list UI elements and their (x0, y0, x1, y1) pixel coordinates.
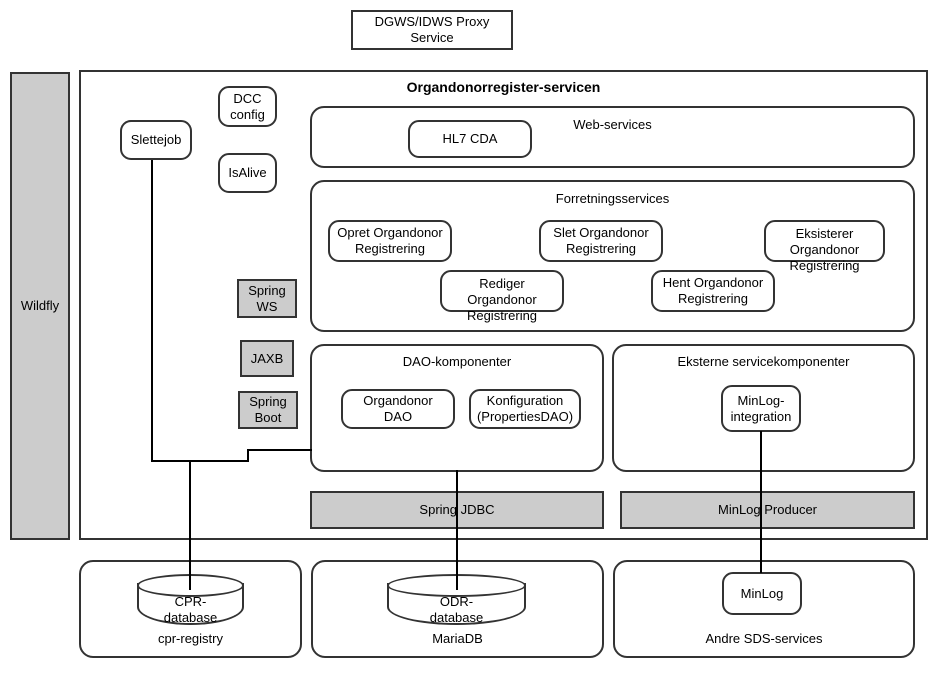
minlog-producer-bar: MinLog Producer (620, 491, 915, 529)
cpr-database-label: CPR- database (163, 594, 218, 626)
minlog-integration-box: MinLog- integration (721, 385, 801, 432)
odr-database-label: ODR- database (429, 594, 484, 626)
connector-slettejob-vertical (151, 160, 153, 462)
service-rediger-box: Rediger Organdonor Registrering (440, 270, 564, 323)
dcc-config-label: DCC config (230, 90, 265, 122)
service-title: Organdonorregister-servicen (406, 79, 601, 95)
service-eksisterer-box: Eksisterer Organdonor Registrering (764, 220, 885, 273)
wildfly-label: Wildfly (20, 298, 60, 314)
service-opret-box: Opret Organdonor Registrering (328, 220, 452, 262)
spring-boot-label: Spring Boot (249, 394, 287, 425)
connector-odr-database (456, 470, 458, 590)
wildfly-container: Wildfly (10, 72, 70, 540)
connector-slettejob-horizontal-lower (151, 460, 249, 462)
organdonor-dao-box: Organdonor DAO (341, 389, 455, 429)
connector-cpr-database (189, 460, 191, 590)
minlog-integration-label: MinLog- integration (730, 392, 792, 424)
service-hent-box: Hent Organdonor Registrering (651, 270, 775, 312)
service-rediger-label: Rediger Organdonor Registrering (466, 276, 538, 323)
cpr-registry-caption: cpr-registry (157, 631, 223, 646)
mariadb-caption: MariaDB (432, 631, 483, 646)
isalive-label: IsAlive (228, 165, 267, 181)
dcc-config-box: DCC config (218, 86, 277, 127)
jaxb-label: JAXB (250, 350, 284, 366)
connector-minlog (760, 431, 762, 573)
service-slet-box: Slet Organdonor Registrering (539, 220, 663, 262)
hl7-cda-label: HL7 CDA (442, 131, 498, 147)
connector-slettejob-horizontal-upper (247, 449, 312, 451)
konfiguration-dao-label: Konfiguration (PropertiesDAO) (476, 393, 574, 424)
external-title: Eksterne servicekomponenter (677, 354, 850, 369)
service-slet-label: Slet Organdonor Registrering (553, 225, 649, 256)
spring-jdbc-label: Spring JDBC (419, 502, 495, 518)
connector-slettejob-step (247, 449, 249, 462)
minlog-label: MinLog (740, 585, 784, 601)
spring-ws-label: Spring WS (248, 282, 286, 314)
proxy-service-box: DGWS/IDWS Proxy Service (351, 10, 513, 50)
webservices-panel: Web-services (310, 106, 915, 168)
sds-services-caption: Andre SDS-services (705, 631, 823, 646)
service-eksisterer-label: Eksisterer Organdonor Registrering (789, 226, 860, 273)
jaxb-box: JAXB (240, 340, 294, 377)
hl7-cda-box: HL7 CDA (408, 120, 532, 158)
businessservices-title: Forretningsservices (555, 191, 670, 206)
webservices-title: Web-services (573, 117, 652, 132)
minlog-producer-label: MinLog Producer (718, 502, 817, 518)
proxy-service-label: DGWS/IDWS Proxy Service (374, 14, 490, 45)
spring-ws-box: Spring WS (237, 279, 297, 318)
slettejob-label: Slettejob (130, 132, 182, 148)
konfiguration-dao-box: Konfiguration (PropertiesDAO) (469, 389, 581, 429)
service-hent-label: Hent Organdonor Registrering (662, 275, 764, 306)
dao-title: DAO-komponenter (402, 354, 512, 369)
slettejob-box: Slettejob (120, 120, 192, 160)
isalive-box: IsAlive (218, 153, 277, 193)
organdonor-dao-label: Organdonor DAO (363, 393, 433, 424)
minlog-box: MinLog (722, 572, 802, 615)
spring-boot-box: Spring Boot (238, 391, 298, 429)
service-opret-label: Opret Organdonor Registrering (337, 225, 443, 256)
